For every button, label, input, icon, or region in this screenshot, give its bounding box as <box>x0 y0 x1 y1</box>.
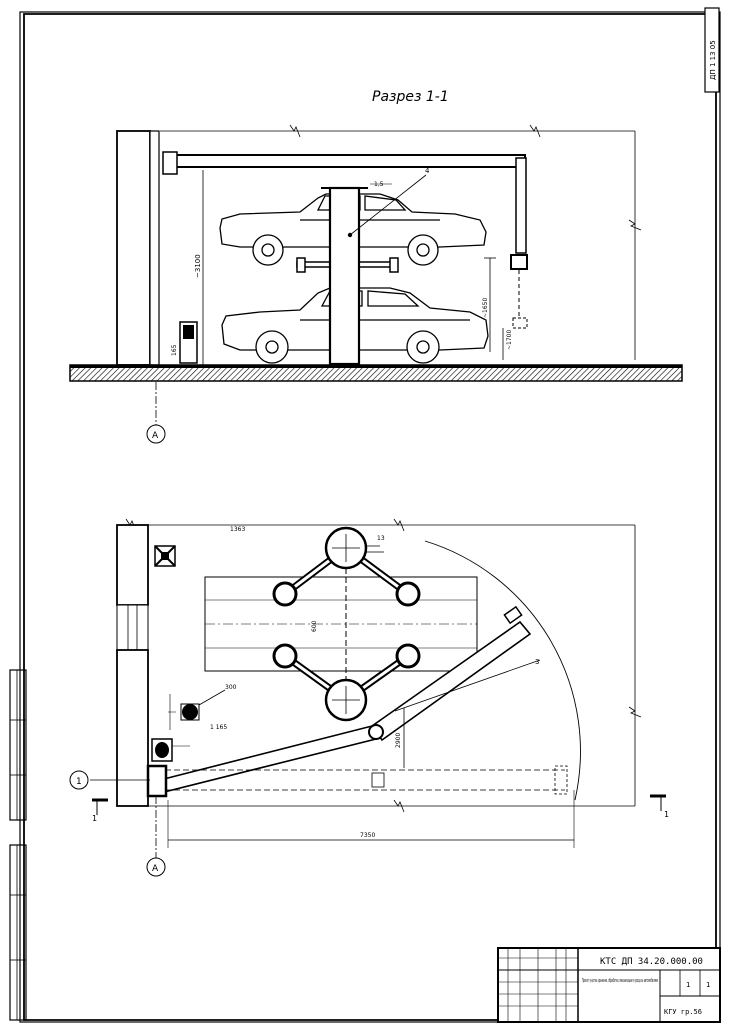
cut-marker-left: 1 <box>92 798 108 823</box>
height-mark-mid: ~1700 <box>506 330 513 350</box>
doc-code: КТС ДП 34.20.000.00 <box>600 957 703 967</box>
lift-carriage <box>272 526 421 722</box>
left-side-strip <box>9 669 27 1021</box>
pad-front-right <box>395 581 421 607</box>
height-mark-top: ~3100 <box>194 254 202 278</box>
control-unit <box>151 738 190 762</box>
stamp-text: ДП 1 13 05 <box>709 40 717 80</box>
section-title: Разрез 1-1 <box>372 89 449 105</box>
clearance-mark: ~1650 <box>482 298 489 318</box>
plan-view: 1363 <box>69 518 669 877</box>
wall-column <box>116 130 151 366</box>
swing-arc <box>424 540 581 801</box>
small-dim: 1,5 <box>374 181 384 188</box>
cut-marker-right: 1 <box>650 794 669 819</box>
drive-motor <box>168 689 226 730</box>
pad-rear-left <box>272 643 298 669</box>
motor-dim-2: 1 165 <box>210 724 227 731</box>
leader-number: 4 <box>425 167 430 175</box>
arm-dim: 13 <box>377 535 385 542</box>
floor-drain-icon <box>154 545 176 567</box>
axis-bubble-1 <box>69 770 89 790</box>
axis-label-a: А <box>152 431 159 441</box>
cut-label-right: 1 <box>664 810 669 819</box>
sheet-num: 1 <box>686 981 690 989</box>
dim-vertical: 2900 <box>395 733 402 748</box>
width-dim-top: 1363 <box>230 526 245 533</box>
bottom-dim: 7350 <box>360 832 375 839</box>
top-right-stamp: ДП 1 13 05 <box>704 7 720 93</box>
arm-pivot-block <box>146 764 168 798</box>
control-tag: 3 <box>535 658 539 666</box>
axis-bubble-a <box>146 424 166 444</box>
base-mark: 165 <box>171 344 178 356</box>
axis-label-a-plan: А <box>152 864 159 874</box>
pad-front-left <box>272 581 298 607</box>
arm-joint <box>368 724 384 740</box>
cut-label-left: 1 <box>92 814 97 823</box>
axis-bubble-a-plan <box>146 857 166 877</box>
org-name: КГУ гр.56 <box>664 1008 702 1016</box>
pad-rear-right <box>395 643 421 669</box>
plan-wall-lower <box>116 649 149 807</box>
section-view: Разрез 1-1 ~3100 165 <box>69 89 683 444</box>
lift-post <box>328 186 361 366</box>
inner-dim: 600 <box>311 620 318 632</box>
title-block: КТС ДП 34.20.000.00 Проект участка хране… <box>497 947 721 1023</box>
motor-dim: 300 <box>225 684 237 691</box>
plan-wall-upper <box>116 524 149 606</box>
doc-description: Проект участка хранения, обработки, меха… <box>582 978 658 984</box>
sheets-total: 1 <box>706 981 710 989</box>
overhead-beam <box>164 154 526 168</box>
axis-label-1: 1 <box>76 777 82 787</box>
beam-hook <box>510 254 528 270</box>
